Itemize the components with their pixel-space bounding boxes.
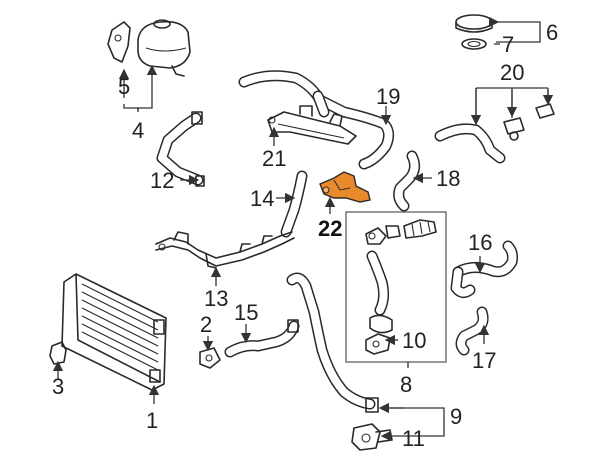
callout-1[interactable]: 1: [146, 408, 158, 433]
callout-20[interactable]: 20: [500, 60, 524, 85]
part-6-cap[interactable]: [455, 14, 493, 33]
callout-2[interactable]: 2: [200, 312, 212, 337]
part-8-group: [345, 211, 447, 363]
leader-lines: [52, 16, 554, 442]
part-16-hose[interactable]: [450, 240, 518, 299]
callout-19[interactable]: 19: [376, 84, 400, 109]
callout-17[interactable]: 17: [472, 348, 496, 373]
part-12-hose[interactable]: [156, 111, 205, 187]
callout-3[interactable]: 3: [52, 374, 64, 399]
callout-16[interactable]: 16: [468, 230, 492, 255]
part-19-hose[interactable]: [238, 70, 395, 170]
callout-21[interactable]: 21: [262, 146, 286, 171]
callout-4[interactable]: 4: [132, 118, 144, 143]
callout-6[interactable]: 6: [546, 20, 558, 45]
part-2-bracket[interactable]: [199, 347, 221, 369]
part-1-radiator[interactable]: [61, 273, 167, 391]
callout-18[interactable]: 18: [436, 166, 460, 191]
callout-labels: 5 4 6 7 20 19 21 12 18 14 22 16 13 15 2 …: [52, 20, 558, 451]
callout-7[interactable]: 7: [502, 32, 514, 57]
part-20-hose[interactable]: [434, 103, 555, 164]
part-9-hose[interactable]: [286, 272, 379, 413]
callout-10[interactable]: 10: [402, 328, 426, 353]
callout-14[interactable]: 14: [250, 186, 274, 211]
part-7-seal[interactable]: [461, 38, 487, 50]
part-11-connector[interactable]: [351, 423, 393, 451]
part-17-hose[interactable]: [455, 306, 489, 356]
callout-22[interactable]: 22: [318, 216, 342, 241]
callout-12[interactable]: 12: [150, 168, 174, 193]
callout-13[interactable]: 13: [204, 286, 228, 311]
part-3-mount[interactable]: [49, 341, 67, 365]
part-14-pipe[interactable]: [280, 170, 308, 238]
callout-8[interactable]: 8: [400, 372, 412, 397]
part-4-reservoir[interactable]: [137, 19, 191, 77]
part-22-thermostat-housing[interactable]: [319, 171, 371, 203]
callout-5[interactable]: 5: [118, 74, 130, 99]
callout-9[interactable]: 9: [450, 404, 462, 429]
callout-11[interactable]: 11: [402, 426, 425, 451]
part-18-hose[interactable]: [393, 150, 421, 212]
part-15-pipe[interactable]: [224, 319, 300, 358]
callout-15[interactable]: 15: [234, 300, 258, 325]
part-8-parts[interactable]: [365, 219, 437, 355]
part-13-tube[interactable]: [155, 231, 295, 269]
part-5-bracket[interactable]: [107, 21, 131, 63]
